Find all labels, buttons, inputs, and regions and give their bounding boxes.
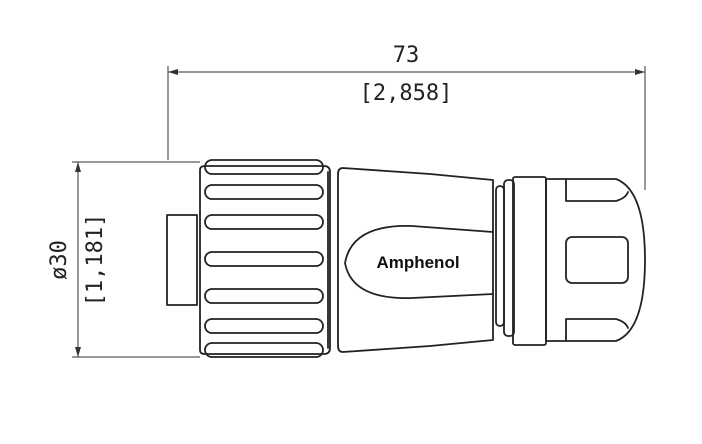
- length-mm-label: 73: [393, 43, 420, 68]
- length-arrow-left: [168, 69, 178, 75]
- grip-ridge: [204, 214, 324, 230]
- neck-ring: [495, 185, 505, 327]
- grip-ridge: [204, 288, 324, 304]
- diameter-inch-label: [1,181]: [83, 214, 108, 307]
- grip-ridge: [204, 184, 324, 200]
- neck-ring: [503, 179, 515, 337]
- end-cap-slot-middle: [565, 236, 629, 284]
- grip-ridge: [204, 318, 324, 334]
- connector-body: Amphenol: [166, 159, 646, 358]
- clamping-sleeve: [512, 176, 547, 346]
- coupling-nut: [199, 165, 331, 355]
- grip-ridge: [204, 251, 324, 267]
- rear-stub: [166, 214, 198, 306]
- grip-ridge: [204, 159, 324, 175]
- diameter-arrow-top: [75, 162, 81, 172]
- end-cap-slot-bottom: [565, 318, 629, 341]
- length-dimension: 73 [2,858]: [167, 43, 646, 190]
- end-cap-slot-top: [565, 179, 629, 202]
- diameter-mm-label: ø30: [47, 240, 72, 280]
- main-housing: [337, 167, 494, 353]
- logo-recess: [344, 225, 494, 299]
- end-cap: [545, 178, 646, 342]
- coupling-nut-grip-ridges: [204, 159, 324, 358]
- length-arrow-right: [635, 69, 645, 75]
- brand-label: Amphenol: [376, 253, 459, 272]
- grip-ridge: [204, 342, 324, 358]
- diameter-dimension: ø30 [1,181]: [47, 161, 200, 358]
- length-inch-label: [2,858]: [360, 81, 453, 106]
- diameter-arrow-bottom: [75, 347, 81, 357]
